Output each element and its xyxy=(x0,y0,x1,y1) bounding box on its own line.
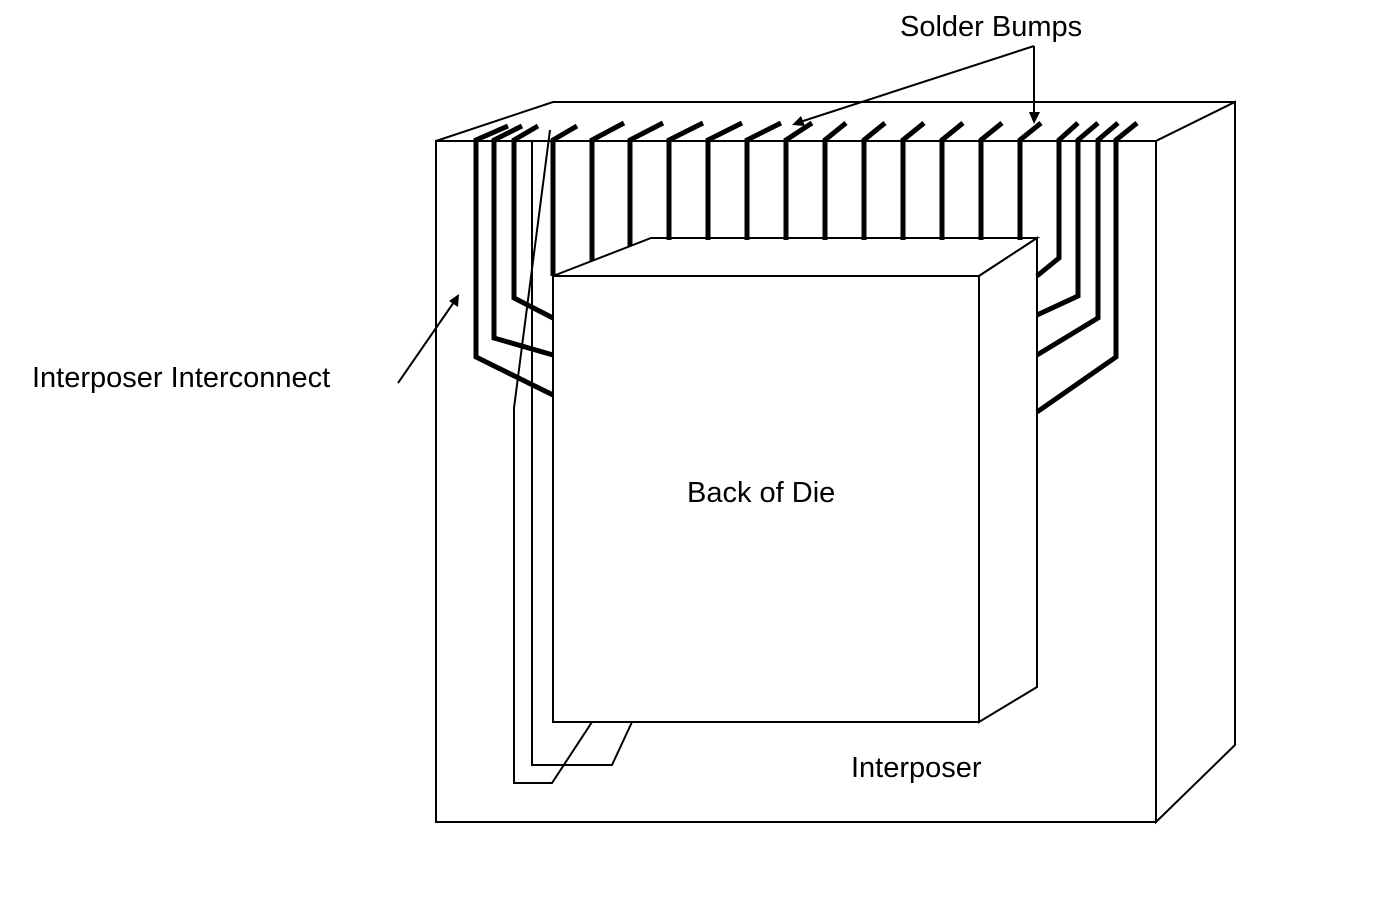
interposer-side-face xyxy=(1155,100,1236,825)
back-of-die-label: Back of Die xyxy=(687,477,835,509)
die-front-face xyxy=(552,275,980,723)
thin-routing-lines xyxy=(513,129,633,784)
solder-bumps-label: Solder Bumps xyxy=(900,11,1082,43)
solder-bumps-leader xyxy=(799,45,1035,123)
thin-trace xyxy=(531,140,633,766)
interconnect-trace xyxy=(744,120,783,240)
interconnect-trace xyxy=(978,121,1004,240)
thin-trace xyxy=(513,129,593,784)
interconnect-trace xyxy=(491,123,554,358)
interconnect-trace xyxy=(1035,121,1100,318)
interposer-interconnect-label: Interposer Interconnect xyxy=(32,362,330,394)
interconnect-trace xyxy=(666,120,705,240)
interconnect-trace xyxy=(1035,121,1080,278)
interconnect-trace xyxy=(627,120,665,246)
interconnect-trace xyxy=(511,123,555,321)
interconnect-trace xyxy=(550,123,579,276)
die-block xyxy=(552,236,1041,724)
interconnect-trace xyxy=(1035,121,1120,358)
interposer-top-face xyxy=(435,101,1236,142)
interconnect-trace xyxy=(900,121,926,240)
interconnect-trace xyxy=(1017,121,1043,240)
interconnect-trace xyxy=(783,120,814,240)
interconnect-arrowhead xyxy=(449,294,459,307)
die-side-face xyxy=(978,236,1038,724)
interconnect-trace xyxy=(939,121,965,240)
interconnect-trace xyxy=(1035,121,1139,415)
solder-bumps-arrowhead xyxy=(1029,112,1040,124)
interconnect-trace xyxy=(589,120,626,261)
interconnect-trace xyxy=(861,121,887,240)
interconnect-trace xyxy=(822,121,848,240)
interconnect-traces xyxy=(473,120,1139,415)
interconnect-trace xyxy=(705,120,744,240)
interconnect-trace xyxy=(473,123,555,398)
solder-bumps-arrowhead xyxy=(792,116,805,126)
callouts xyxy=(397,45,1040,384)
interconnect-leader xyxy=(397,301,455,384)
interposer-label: Interposer xyxy=(851,752,982,784)
